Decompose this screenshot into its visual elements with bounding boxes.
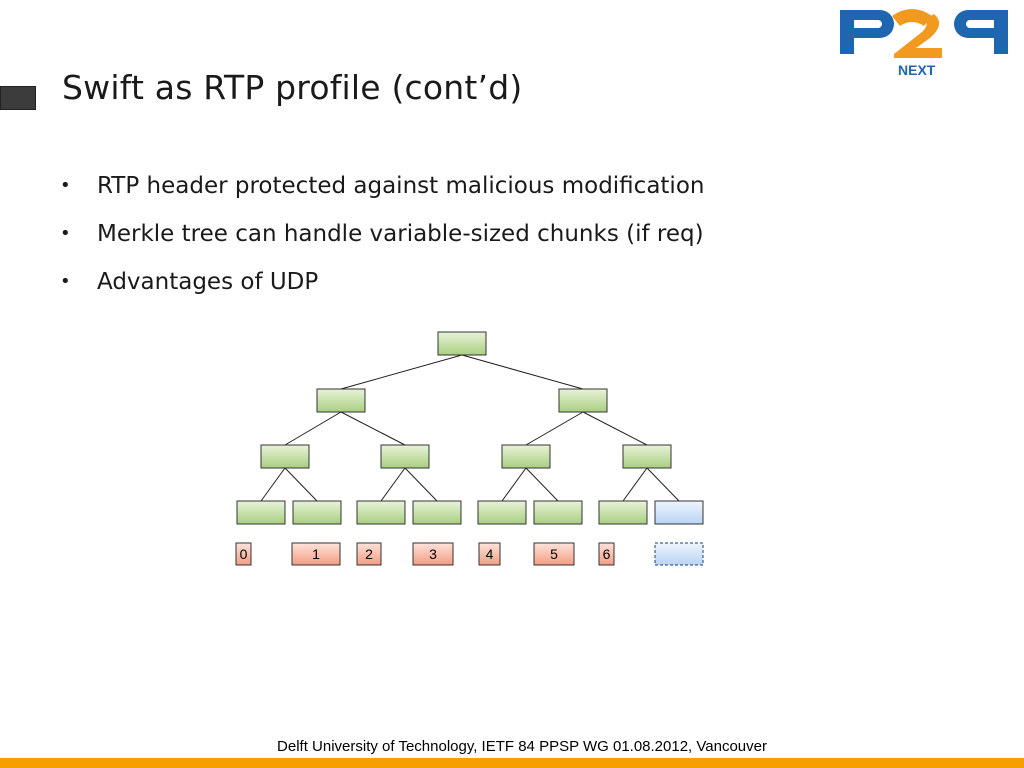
hash-node xyxy=(501,444,551,469)
data-chunk xyxy=(533,542,575,566)
hash-node xyxy=(558,388,608,413)
footer-bar xyxy=(0,758,1024,768)
bullet-glyph: • xyxy=(60,175,71,196)
bullet-glyph: • xyxy=(60,223,71,244)
title-marker xyxy=(0,86,36,110)
hash-node xyxy=(260,444,310,469)
empty-chunk xyxy=(654,542,704,566)
chunk-label: 4 xyxy=(486,546,494,562)
chunk-label: 6 xyxy=(603,546,611,562)
slide-title: Swift as RTP profile (cont’d) xyxy=(62,68,523,107)
hash-node xyxy=(356,500,406,525)
p2p-next-logo: NEXT xyxy=(840,9,1008,78)
tree-edge xyxy=(622,467,648,502)
tree-edge xyxy=(260,467,286,502)
hash-node xyxy=(236,500,286,525)
bullet-item: • Advantages of UDP xyxy=(60,258,704,306)
bullet-text: Merkle tree can handle variable-sized ch… xyxy=(97,221,704,247)
hash-node xyxy=(477,500,527,525)
tree-edge xyxy=(284,467,318,502)
tree-edge xyxy=(340,354,463,390)
bullet-glyph: • xyxy=(60,271,71,292)
tree-edge xyxy=(525,467,559,502)
logo-next-text: NEXT xyxy=(898,62,936,78)
data-chunk xyxy=(356,542,382,566)
tree-edge xyxy=(525,411,584,446)
tree-edge xyxy=(284,411,342,446)
chunk-label: 5 xyxy=(550,546,558,562)
hash-node xyxy=(622,444,672,469)
bullet-text: Advantages of UDP xyxy=(97,269,319,295)
data-chunk xyxy=(598,542,615,566)
hash-node xyxy=(533,500,583,525)
hash-node xyxy=(316,388,366,413)
tree-edge xyxy=(340,411,406,446)
tree-edge xyxy=(501,467,527,502)
hash-node xyxy=(412,500,462,525)
hash-node xyxy=(292,500,342,525)
bullet-text: RTP header protected against malicious m… xyxy=(97,173,705,199)
hash-node xyxy=(598,500,648,525)
bullet-list: • RTP header protected against malicious … xyxy=(60,162,704,306)
data-chunk xyxy=(478,542,501,566)
tree-edge xyxy=(380,467,406,502)
data-chunk xyxy=(412,542,454,566)
bullet-item: • RTP header protected against malicious … xyxy=(60,162,704,210)
tree-edge xyxy=(404,467,438,502)
chunk-label: 1 xyxy=(312,546,320,562)
chunk-label: 2 xyxy=(365,546,373,562)
hash-node xyxy=(437,331,487,356)
footer-text: Delft University of Technology, IETF 84 … xyxy=(277,738,767,755)
bullet-item: • Merkle tree can handle variable-sized c… xyxy=(60,210,704,258)
empty-hash-node xyxy=(654,500,704,525)
data-chunk xyxy=(235,542,252,566)
tree-edge xyxy=(582,411,648,446)
tree-edge xyxy=(461,354,584,390)
chunk-label: 3 xyxy=(429,546,437,562)
chunk-label: 0 xyxy=(240,546,248,562)
tree-edge xyxy=(646,467,680,502)
hash-node xyxy=(380,444,430,469)
data-chunk xyxy=(291,542,341,566)
